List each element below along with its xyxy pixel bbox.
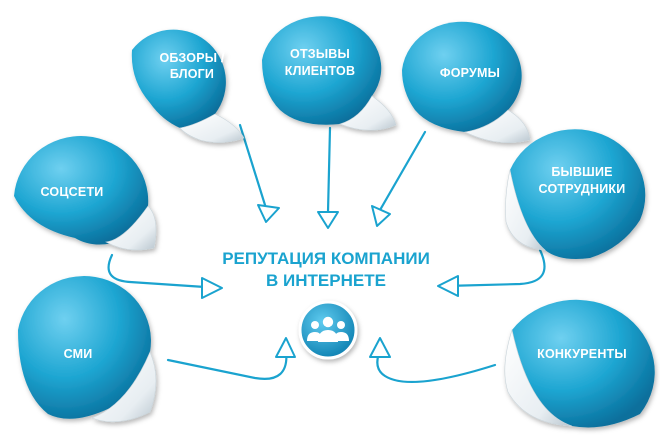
arrowhead-reviews: [257, 204, 280, 223]
arrowhead-former: [437, 275, 459, 297]
curl-former: [505, 169, 546, 251]
arrow-reviews: [238, 123, 267, 207]
node-reviews-line2: БЛОГИ: [170, 67, 214, 81]
arrowhead-testimonials: [317, 211, 339, 229]
node-competitors: КОНКУРЕНТЫ: [504, 299, 655, 428]
curl-forums: [464, 109, 531, 143]
node-social-line1: СОЦСЕТИ: [41, 185, 104, 199]
node-competitors-line1: КОНКУРЕНТЫ: [537, 347, 627, 361]
node-testimonials-line2: КЛИЕНТОВ: [285, 64, 355, 78]
node-former-line1: БЫВШИЕ: [551, 165, 612, 179]
title-line-2: В ИНТЕРНЕТЕ: [266, 271, 386, 290]
node-social: СОЦСЕТИ: [14, 136, 157, 251]
node-forums: ФОРУМЫ: [402, 21, 531, 143]
title-line-1: РЕПУТАЦИЯ КОМПАНИИ: [222, 249, 430, 268]
arrow-media: [166, 348, 288, 380]
arrow-forums: [378, 130, 427, 212]
node-forums-line1: ФОРУМЫ: [440, 66, 500, 80]
node-testimonials-line1: ОТЗЫВЫ: [290, 47, 350, 61]
arrow-competitors: [376, 346, 497, 384]
arrowhead-competitors: [369, 337, 391, 358]
curl-testimonials: [339, 95, 397, 131]
node-reviews-line1: ОБЗОРЫ /: [159, 51, 224, 65]
people-group-icon: [298, 300, 358, 360]
arrowhead-social: [201, 277, 223, 299]
arrow-social: [107, 253, 207, 289]
connector-arrows: [107, 123, 546, 384]
arrowhead-media: [275, 337, 296, 358]
arrow-testimonials: [326, 126, 332, 214]
node-former-employees: БЫВШИЕ СОТРУДНИКИ: [505, 129, 646, 259]
curl-competitors: [504, 328, 573, 427]
node-testimonials: ОТЗЫВЫ КЛИЕНТОВ: [262, 16, 397, 131]
arrowhead-forums: [371, 205, 391, 227]
node-former-line2: СОТРУДНИКИ: [539, 182, 626, 196]
curl-social: [105, 205, 157, 251]
curl-media: [91, 351, 157, 423]
arrow-former: [443, 248, 546, 288]
curl-reviews: [179, 113, 245, 143]
node-reviews-blogs: ОБЗОРЫ / БЛОГИ: [131, 29, 245, 143]
node-media-line1: СМИ: [64, 347, 93, 361]
arrow-heads: [201, 204, 459, 358]
node-media: СМИ: [18, 276, 157, 423]
